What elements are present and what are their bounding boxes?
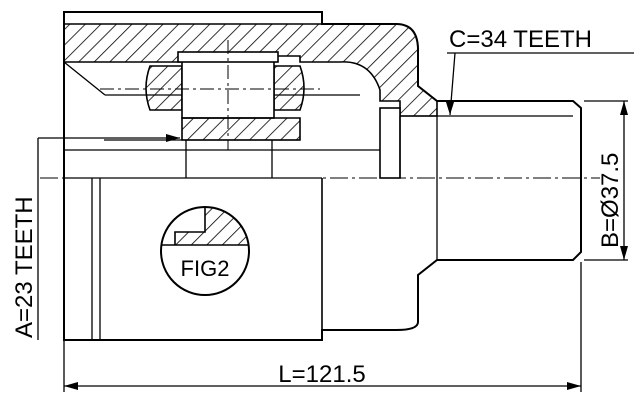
dim-a-teeth: A=23 TEETH [11, 134, 180, 340]
shaft-collar [379, 107, 401, 179]
spider-lower-hatch [181, 117, 301, 141]
dim-c-teeth: C=34 TEETH [446, 26, 634, 116]
fig2-detail: FIG2 [160, 206, 250, 296]
label-l-length: L=121.5 [278, 361, 365, 388]
bore-chamfer-top [63, 61, 106, 96]
housing-wall-hatch [63, 23, 438, 117]
label-c-teeth: C=34 TEETH [449, 26, 592, 53]
spider-hatch-left [145, 65, 183, 111]
label-b-diameter: B=Ø37.5 [597, 153, 624, 248]
fig2-label: FIG2 [181, 256, 230, 281]
spider-hatch-right [273, 65, 305, 111]
label-a-teeth: A=23 TEETH [11, 196, 38, 338]
dim-b-diameter: B=Ø37.5 [584, 100, 628, 261]
dim-l-length: L=121.5 [63, 262, 582, 392]
